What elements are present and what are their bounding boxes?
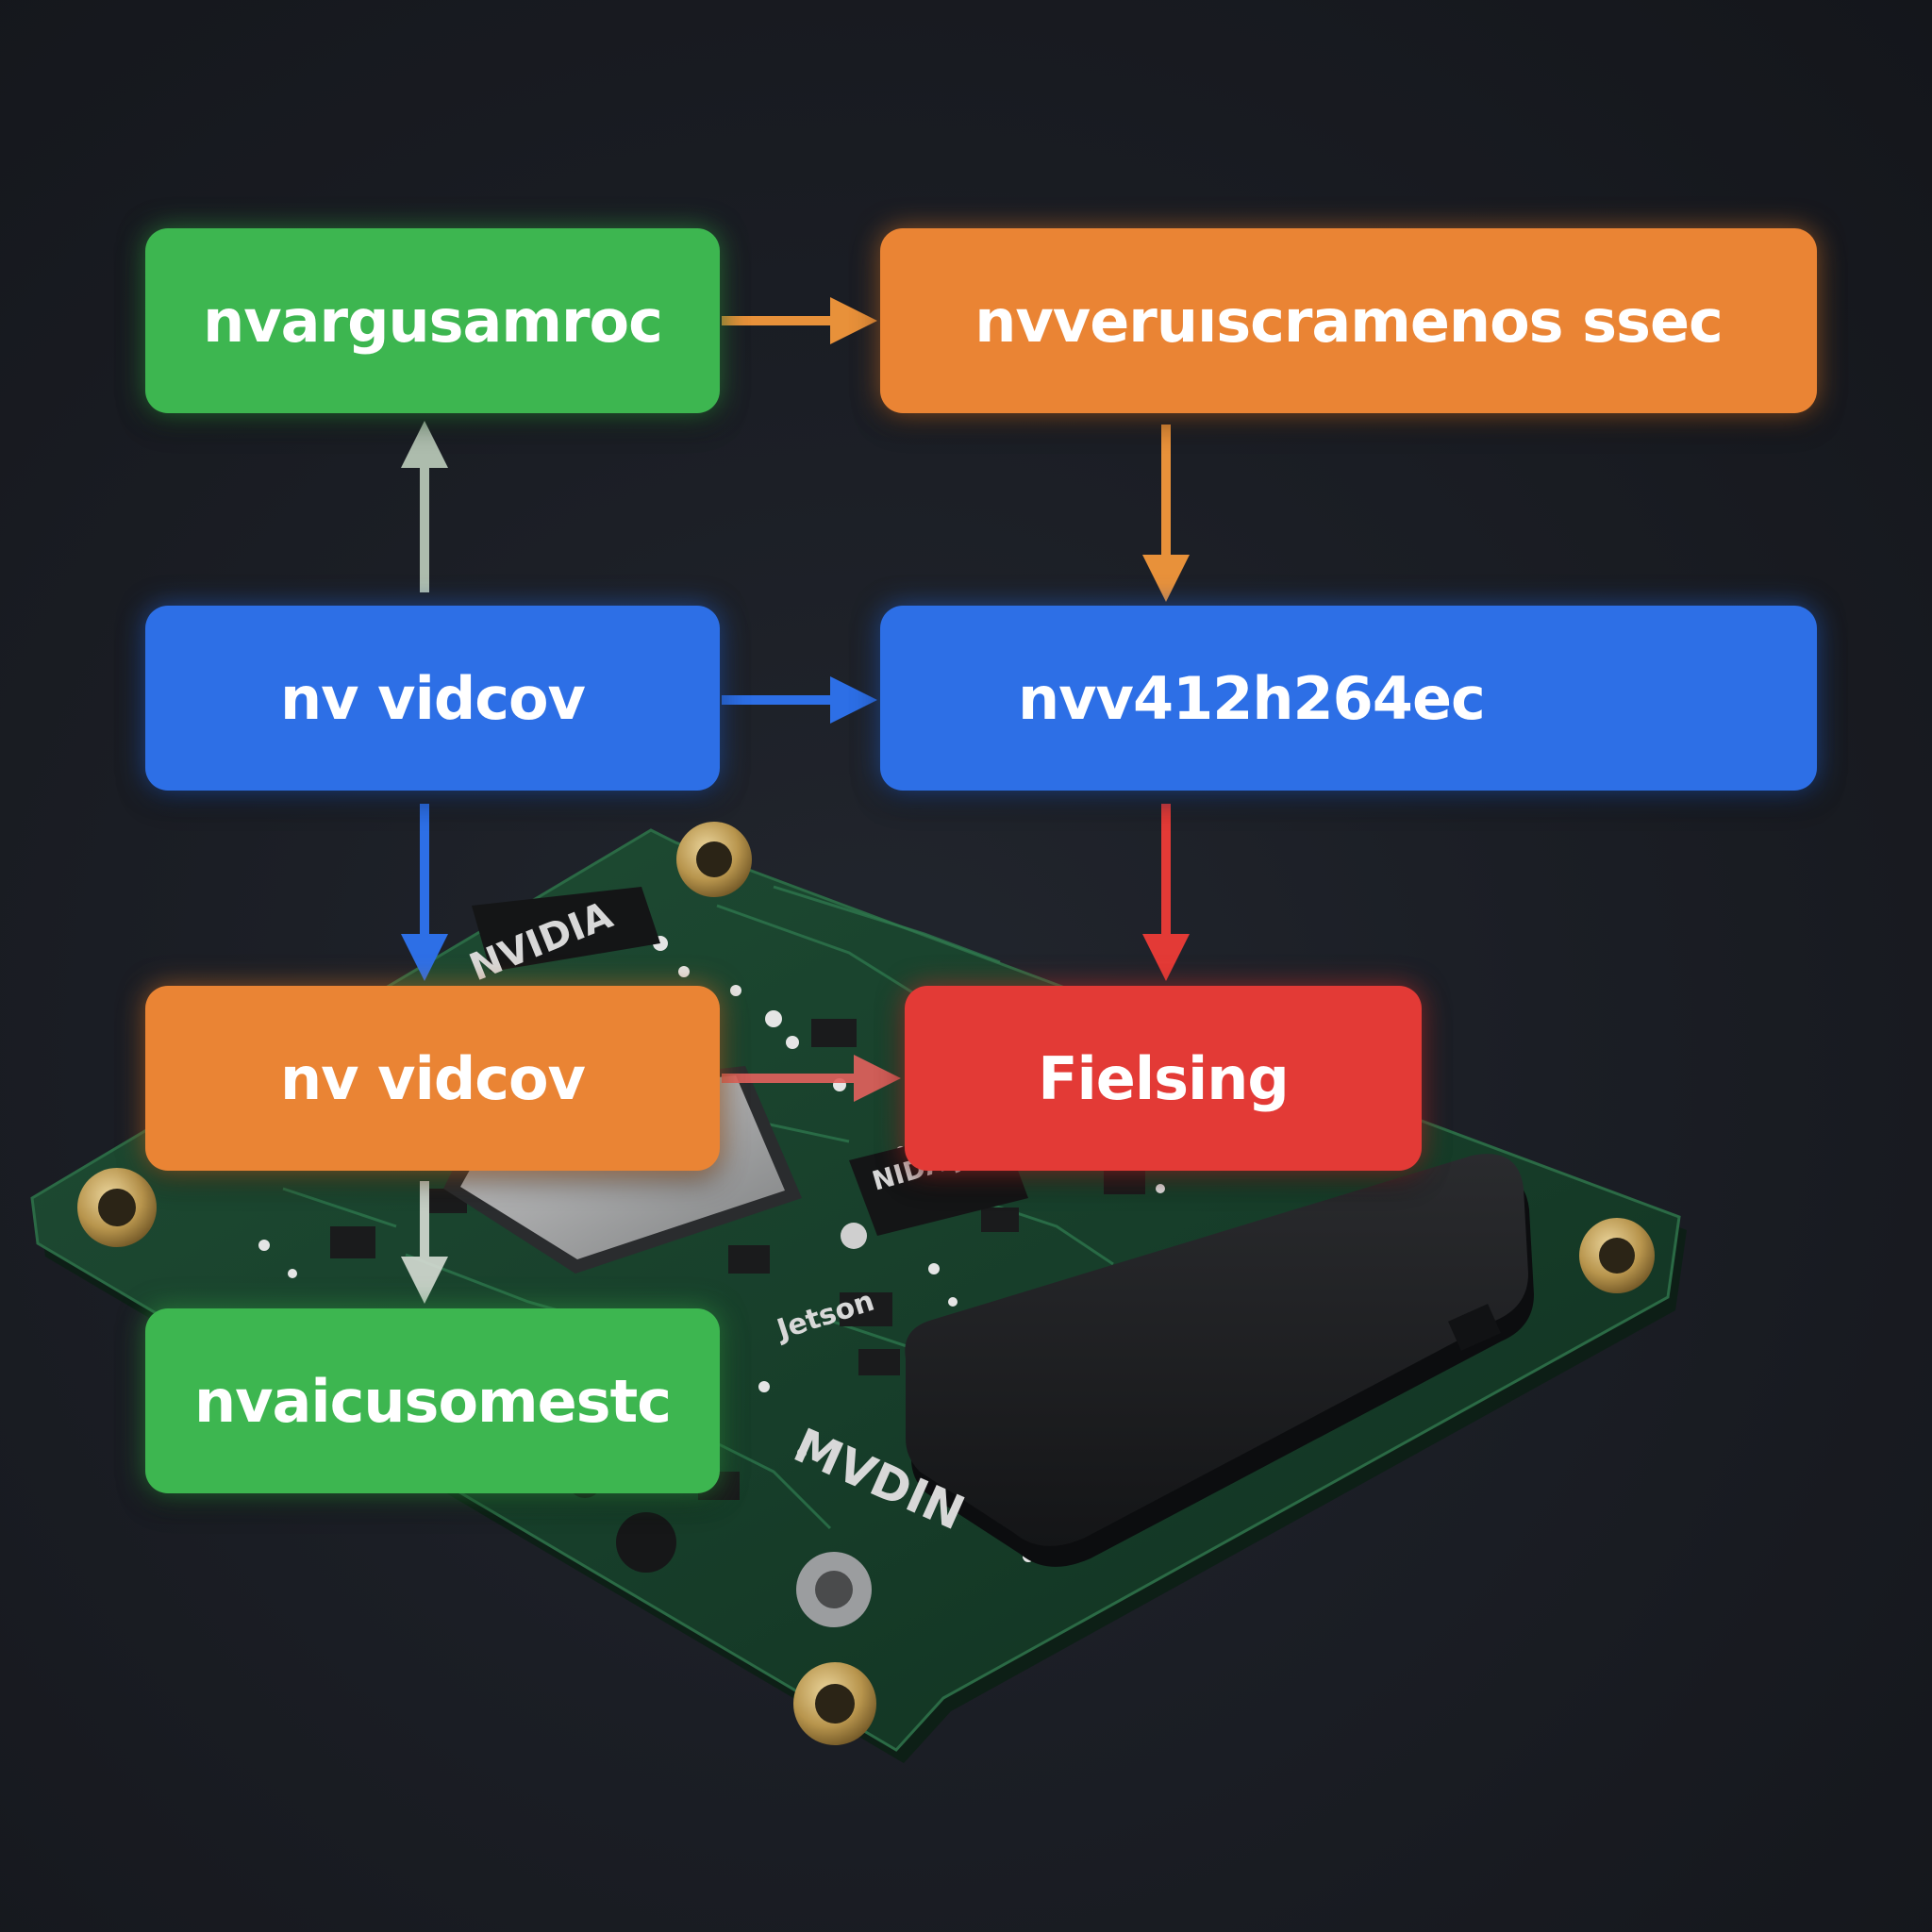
node-label: nvv412h264ec bbox=[1018, 663, 1486, 733]
node-nvaicusomestc[interactable]: nvaicusomestc bbox=[145, 1308, 720, 1493]
node-fielsing[interactable]: Fielsing bbox=[905, 986, 1422, 1171]
node-nvargusamroc[interactable]: nvargusamroc bbox=[145, 228, 720, 413]
module-box bbox=[905, 1154, 1534, 1567]
node-nv-vidcov-blue[interactable]: nv vidcov bbox=[145, 606, 720, 791]
node-label: Fielsing bbox=[1038, 1043, 1290, 1113]
edges bbox=[401, 297, 1190, 1304]
node-label: nv vidcov bbox=[280, 663, 586, 733]
node-label: nvargusamroc bbox=[203, 286, 663, 356]
node-label: nvaicusomestc bbox=[194, 1366, 672, 1436]
memory-chip bbox=[472, 887, 660, 972]
mounting-holes bbox=[77, 822, 1655, 1745]
node-nvveruiscramenos-ssec[interactable]: nvveruıscramenos ssec bbox=[880, 228, 1817, 413]
node-nv-vidcov-orange[interactable]: nv vidcov bbox=[145, 986, 720, 1171]
node-nvv412h264ec[interactable]: nvv412h264ec bbox=[880, 606, 1817, 791]
node-label: nv vidcov bbox=[280, 1043, 586, 1113]
node-label: nvveruıscramenos ssec bbox=[974, 286, 1724, 356]
